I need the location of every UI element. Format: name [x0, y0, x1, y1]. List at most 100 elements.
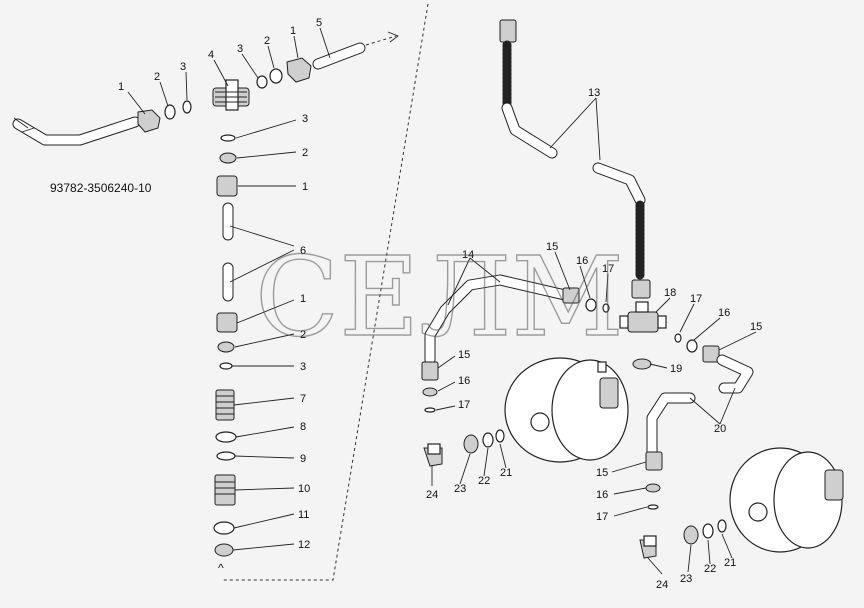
- callout-10: 10: [298, 483, 310, 495]
- elbow-24-b: [639, 535, 657, 559]
- brake-chamber-upper: [504, 357, 629, 463]
- washer-9: [216, 451, 236, 461]
- union-10: [214, 474, 236, 506]
- callout-3: 3: [237, 43, 243, 55]
- nut-23-b: [683, 525, 699, 545]
- ring-2-top: [269, 68, 283, 84]
- callout-4: 4: [208, 49, 214, 61]
- callout-3: 3: [302, 113, 308, 125]
- hose-13-lower: [592, 162, 651, 299]
- nut-1-stack-lower: [216, 312, 238, 333]
- tube-left: [12, 116, 141, 146]
- tube-20-a: [716, 354, 754, 394]
- callout-18: 18: [664, 287, 676, 299]
- washer-17-b: [674, 333, 682, 343]
- nut-12: [214, 543, 234, 557]
- elbow-24-a: [423, 443, 443, 467]
- callout-2: 2: [154, 71, 160, 83]
- seal-ring-8: [215, 431, 237, 443]
- tee-fitting-4: [212, 79, 250, 111]
- callout-16: 16: [718, 307, 730, 319]
- tube-14: [424, 274, 571, 366]
- washer-3-top-left: [182, 100, 192, 114]
- assembly-outline: [222, 3, 429, 581]
- callout-16: 16: [576, 255, 588, 267]
- callout-2: 2: [300, 329, 306, 341]
- washer-17-d: [647, 504, 659, 510]
- callout-22: 22: [704, 563, 716, 575]
- nut-15-d: [645, 451, 663, 471]
- nut-15-b: [702, 345, 720, 363]
- callout-6: 6: [300, 245, 306, 257]
- ring-2-stack: [219, 152, 237, 164]
- callout-2: 2: [264, 35, 270, 47]
- tee-valve-18: [619, 301, 667, 333]
- callout-24: 24: [426, 489, 438, 501]
- catalog-number: 93782-3506240-10: [50, 181, 152, 195]
- callout-16: 16: [458, 375, 470, 387]
- nut-1-top-left: [137, 109, 161, 133]
- callout-7: 7: [300, 393, 306, 405]
- connector-7: [215, 389, 235, 421]
- ring-16-d: [645, 483, 661, 493]
- callout-17: 17: [690, 293, 702, 305]
- callout-20: 20: [714, 423, 726, 435]
- ring-2-top-left: [164, 104, 176, 120]
- hose-13-upper: [499, 19, 558, 159]
- callout-21: 21: [724, 557, 736, 569]
- callout-16: 16: [596, 489, 608, 501]
- washer-3-stack-lower: [219, 362, 233, 370]
- callout-22: 22: [478, 475, 490, 487]
- callout-12: 12: [298, 539, 310, 551]
- callout-5: 5: [316, 17, 322, 29]
- washer-17-a: [602, 303, 610, 313]
- ring-22-b: [702, 523, 714, 539]
- washer-21-a: [495, 429, 505, 443]
- callout-17: 17: [602, 263, 614, 275]
- callout-9: 9: [300, 453, 306, 465]
- nut-23-a: [463, 434, 479, 454]
- ring-16-a: [585, 298, 597, 312]
- ring-16-b: [686, 339, 698, 353]
- nut-15-c: [421, 361, 439, 381]
- callout-15: 15: [750, 321, 762, 333]
- callout-labels: 1 2 3 4 3 2 1 5 3 2 1 6 1 2 3 7 8 9 10 1…: [118, 17, 762, 591]
- callout-21: 21: [500, 467, 512, 479]
- leader-lines: [127, 27, 757, 575]
- callout-3: 3: [300, 361, 306, 373]
- callout-24: 24: [656, 579, 668, 591]
- tube-5: [312, 42, 366, 70]
- washer-3-top: [256, 75, 268, 89]
- callout-11: 11: [298, 509, 309, 521]
- callout-14: 14: [462, 249, 474, 261]
- callout-19: 19: [670, 363, 682, 375]
- plug-19: [632, 358, 652, 370]
- tube-20-b: [646, 392, 696, 458]
- callout-3: 3: [180, 61, 186, 73]
- callout-2: 2: [302, 147, 308, 159]
- ring-2-stack-lower: [217, 341, 235, 353]
- ring-11: [213, 521, 235, 535]
- flow-arrowhead-top: [387, 31, 399, 43]
- callout-23: 23: [454, 483, 466, 495]
- callout-13: 13: [588, 87, 600, 99]
- flow-arrow-top: [365, 35, 397, 46]
- callout-1: 1: [302, 181, 308, 193]
- ring-22-a: [482, 432, 494, 448]
- callout-17: 17: [458, 399, 470, 411]
- callout-17: 17: [596, 511, 608, 523]
- ring-16-c: [422, 387, 438, 397]
- callout-8: 8: [300, 421, 306, 433]
- callout-1: 1: [118, 81, 124, 93]
- washer-21-b: [717, 519, 727, 533]
- callout-15: 15: [596, 467, 608, 479]
- nut-15-a: [562, 287, 580, 304]
- callout-23: 23: [680, 573, 692, 585]
- nut-1-top: [286, 57, 312, 83]
- brake-chamber-lower: [729, 447, 844, 553]
- callout-1: 1: [300, 293, 306, 305]
- washer-17-c: [424, 407, 436, 413]
- callout-1: 1: [290, 25, 296, 37]
